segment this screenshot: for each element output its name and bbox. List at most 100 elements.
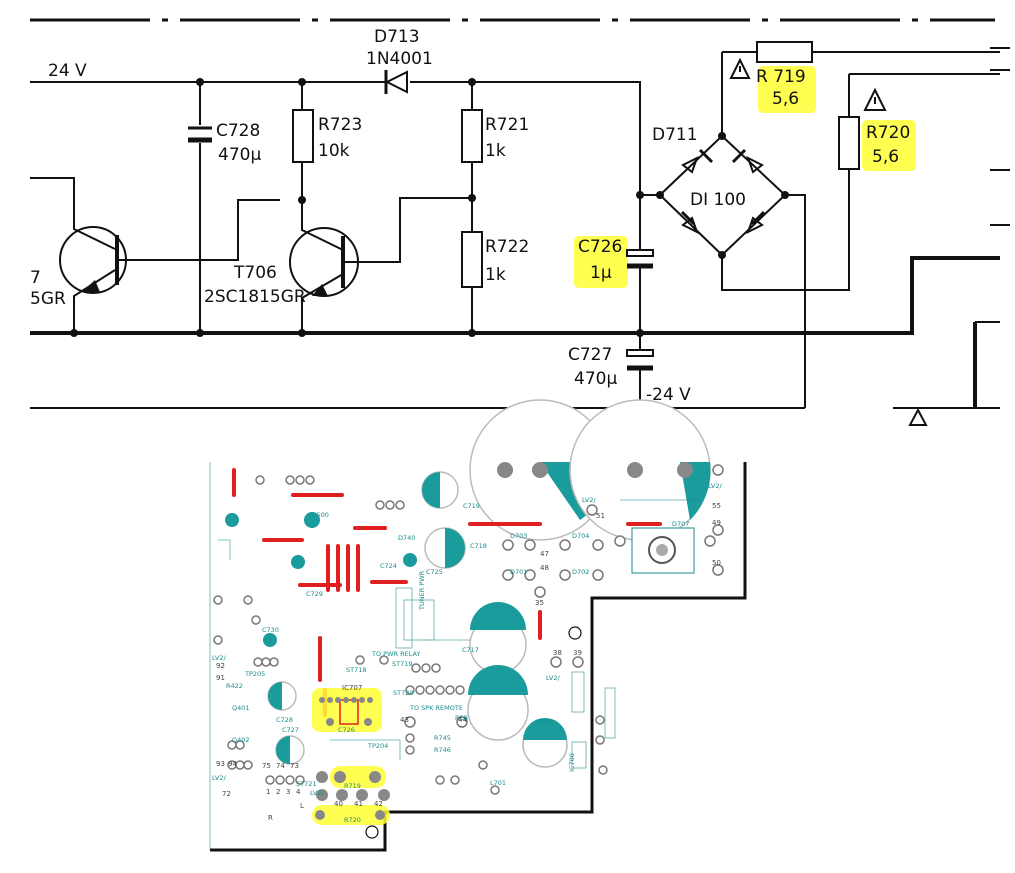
- diode-d713: [384, 70, 408, 94]
- r723-value: 10k: [318, 141, 350, 161]
- pin-2: 2: [276, 788, 280, 796]
- rail-24v: [30, 81, 641, 195]
- r719-pads: [316, 771, 381, 783]
- pcb-c728-ref: C728: [276, 716, 293, 724]
- r723-ref: R723: [318, 115, 362, 135]
- pin-51: 51: [596, 512, 605, 520]
- capacitor-c726: [626, 195, 654, 350]
- pin-35: 35: [535, 599, 544, 607]
- pcb-d704-ref: D704: [572, 532, 589, 540]
- pcb-c725-ref: C725: [426, 568, 443, 576]
- pcb-l701-ref: L701: [490, 779, 506, 787]
- warning-icon: [729, 57, 751, 79]
- pcb-c500-ref: C500: [312, 511, 329, 519]
- resistor-r720: [838, 73, 1000, 170]
- resistor-r722: [461, 231, 483, 333]
- pin-94: 94: [228, 760, 237, 768]
- pcb-st718-ref: ST718: [346, 666, 367, 674]
- t706-value: 2SC1815GR: [204, 287, 306, 307]
- pin-92: 92: [216, 662, 225, 670]
- highlight-r719: [758, 66, 816, 113]
- transistor-t706: [289, 197, 472, 333]
- highlight-marks: [574, 66, 916, 288]
- pcb-c727-ref: C727: [282, 726, 299, 734]
- pin-47: 47: [540, 550, 549, 558]
- pcb-c724-ref: C724: [380, 562, 397, 570]
- pcb-layout: IC707 C726 R719 R720 C728 C727 C500 C717…: [209, 399, 747, 852]
- mounting-hole: [568, 626, 582, 640]
- transistor-left: [30, 177, 280, 333]
- pin-1: 1: [266, 788, 270, 796]
- capacitor-c728: [188, 82, 212, 333]
- pcb-d740-ref: D740: [398, 534, 415, 542]
- pcb-silkscreen-lines: [209, 462, 700, 850]
- schematic: 7 5GR C728 470µ R723 10k T706 2SC18: [30, 18, 1010, 426]
- c726-value: 1µ: [590, 263, 612, 283]
- highlight-c726: [574, 236, 628, 288]
- pin-72: 72: [222, 790, 231, 798]
- pcb-pcb-word: PCB: [455, 714, 468, 722]
- pin-50: 50: [712, 559, 721, 567]
- pcb-pads: [213, 464, 724, 795]
- c728-value: 470µ: [218, 145, 261, 165]
- pcb-st721-ref: ST721: [296, 780, 317, 788]
- transistor-left-arrow: [82, 280, 100, 292]
- c728-ref: C728: [216, 121, 260, 141]
- pin-75: 75: [262, 762, 271, 770]
- pcb-c726-ref: C726: [338, 726, 355, 734]
- warning-icon-2: [863, 87, 887, 111]
- transistor-left-label-2: 5GR: [30, 289, 66, 309]
- highlight-r720-pcb: [312, 805, 390, 825]
- pcb-lv2-3: LV2/: [582, 496, 596, 504]
- resistor-r719: [722, 41, 1000, 63]
- pcb-tp204-ref: TP204: [367, 742, 388, 750]
- pin-73: 73: [290, 762, 299, 770]
- letter-l: L: [300, 802, 304, 810]
- c727-ref: C727: [568, 345, 612, 365]
- pin-49: 49: [712, 519, 721, 527]
- pcb-r422-ref: R422: [226, 682, 243, 690]
- d711-ref: D711: [652, 125, 698, 145]
- pin-41: 41: [354, 800, 363, 808]
- c727-value: 470µ: [574, 369, 617, 389]
- t706-arrow: [312, 284, 328, 296]
- pin-55: 55: [712, 502, 721, 510]
- pcb-d703-ref: D703: [510, 532, 527, 540]
- r720-ref: R720: [866, 123, 910, 143]
- pcb-q401-ref: Q401: [232, 704, 250, 712]
- d713-ref: D713: [374, 27, 420, 47]
- resistor-r721: [461, 82, 483, 232]
- pin-93: 93: [216, 760, 225, 768]
- pcb-tuner-pwr: TUNER PWR: [418, 570, 426, 611]
- pin-42: 42: [374, 800, 383, 808]
- c726-ref: C726: [578, 237, 622, 257]
- highlight-r719-pcb: [330, 766, 386, 788]
- r721-ref: R721: [485, 115, 529, 135]
- ic707-ref: IC707: [342, 684, 362, 692]
- pcb-c718-ref: C718: [470, 542, 487, 550]
- pcb-st720-ref: ST720: [393, 689, 414, 697]
- pcb-red-traces: [232, 468, 662, 717]
- pcb-q402-ref: Q402: [232, 736, 250, 744]
- t706-ref: T706: [233, 263, 277, 283]
- pcb-lv2-6: LV2/: [546, 674, 560, 682]
- pcb-lv2-4: LV2/: [212, 774, 226, 782]
- r722-ref: R722: [485, 237, 529, 257]
- pcb-lv2-2: LV2/: [708, 482, 722, 490]
- letter-r: R: [268, 814, 273, 822]
- pcb-st719-ref: ST719: [392, 660, 413, 668]
- r722-value: 1k: [485, 265, 506, 285]
- pin-43: 43: [400, 716, 409, 724]
- pcb-to-pwr-relay: TO PWR RELAY: [371, 650, 420, 658]
- pos-24v-label: 24 V: [48, 61, 87, 81]
- ic707-pads: [319, 697, 373, 726]
- pin-3: 3: [286, 788, 290, 796]
- pcb-to-spk-remote: TO SPK REMOTE: [409, 704, 463, 712]
- d713-value: 1N4001: [366, 49, 433, 69]
- pcb-switch: [631, 527, 695, 574]
- pcb-outline: [210, 462, 747, 852]
- mounting-hole-2: [365, 825, 379, 839]
- right-stub: [893, 321, 1000, 409]
- r721-value: 1k: [485, 141, 506, 161]
